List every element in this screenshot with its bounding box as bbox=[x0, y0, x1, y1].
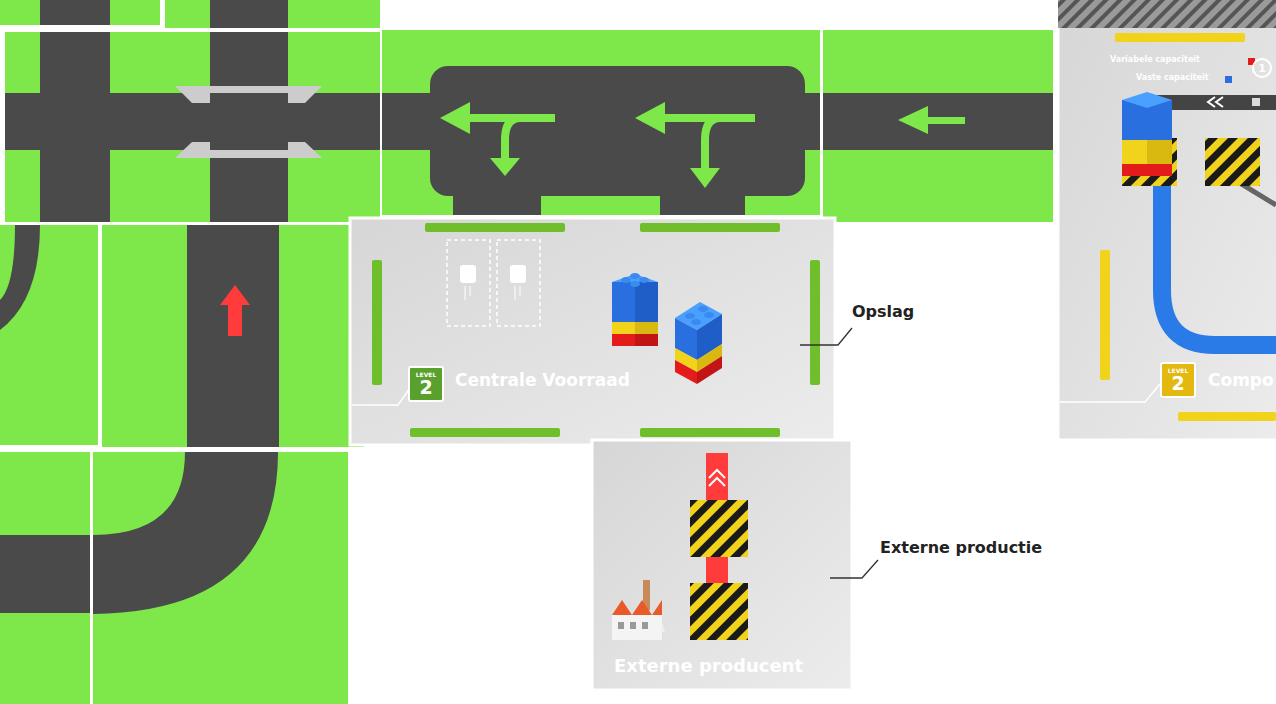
node-text: Vaste capaciteit bbox=[1136, 73, 1209, 82]
badge-text: 2 bbox=[419, 378, 432, 397]
level-badge: LEVEL2 bbox=[408, 366, 444, 402]
node-text: Variabele capaciteit bbox=[1110, 55, 1200, 64]
callout-number: 1 bbox=[1252, 58, 1272, 78]
badge-text: 1 bbox=[1258, 62, 1266, 75]
callout-label: Externe productie bbox=[880, 538, 1042, 557]
badge-text: 2 bbox=[1171, 374, 1184, 393]
component-area: Variabele capaciteitVaste capaciteitComp… bbox=[1058, 0, 1276, 440]
producer-area: Externe producent bbox=[592, 440, 852, 690]
node-text: Externe producent bbox=[614, 655, 803, 676]
node-text: Compo bbox=[1208, 370, 1274, 390]
node-text: Centrale Voorraad bbox=[455, 370, 630, 390]
level-badge: LEVEL2 bbox=[1160, 362, 1196, 398]
callout-label: Opslag bbox=[852, 302, 914, 321]
storage-area: Centrale Voorraad LEVEL2 bbox=[350, 218, 835, 445]
